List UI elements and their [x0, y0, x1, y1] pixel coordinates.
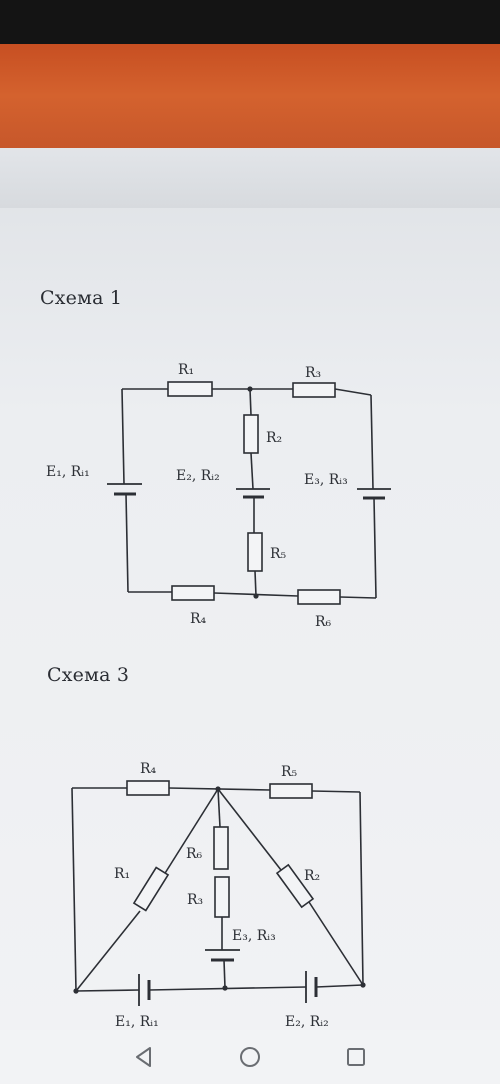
- s3-label-r4: R₄: [140, 761, 157, 777]
- s3-label-r1: R₁: [114, 866, 130, 882]
- s1-resistor-r4: [171, 585, 215, 601]
- s1-label-e3: E₃, Rᵢ₃: [304, 472, 348, 488]
- back-icon[interactable]: [131, 1044, 157, 1070]
- s1-label-r6: R₆: [315, 614, 332, 630]
- schema-1-title: Схема 1: [40, 287, 123, 309]
- recents-icon[interactable]: [343, 1044, 369, 1070]
- s3-resistor-r4: [126, 780, 170, 796]
- s1-resistor-r5: [247, 532, 263, 572]
- s3-label-r6: R₆: [186, 846, 203, 862]
- s1-label-r1: R₁: [178, 362, 194, 378]
- s1-label-e1: E₁, Rᵢ₁: [46, 464, 90, 480]
- s1-label-r3: R₃: [305, 365, 321, 381]
- s3-resistor-r2: [275, 863, 315, 909]
- home-icon[interactable]: [237, 1044, 263, 1070]
- s3-resistor-r3: [214, 876, 230, 918]
- s1-label-r5: R₅: [270, 546, 287, 562]
- s1-label-r2: R₂: [266, 430, 282, 446]
- s1-resistor-r3: [292, 382, 336, 398]
- s1-resistor-r6: [297, 589, 341, 605]
- dark-background: [0, 0, 500, 50]
- s1-label-r4: R₄: [190, 611, 207, 627]
- paper-fold: [0, 148, 500, 208]
- s3-label-r2: R₂: [304, 868, 320, 884]
- s3-label-r3: R₃: [187, 892, 203, 908]
- s3-resistor-r6: [213, 826, 229, 870]
- s3-label-e3: E₃, Rᵢ₃: [232, 928, 276, 944]
- s3-label-e2: E₂, Rᵢ₂: [285, 1014, 329, 1030]
- s1-resistor-r2: [243, 414, 259, 454]
- s3-label-e1: E₁, Rᵢ₁: [115, 1014, 159, 1030]
- s3-label-r5: R₅: [281, 764, 298, 780]
- navigation-bar: [0, 1030, 500, 1084]
- schema-3-title: Схема 3: [47, 664, 130, 686]
- s1-label-e2: E₂, Rᵢ₂: [176, 468, 220, 484]
- desk-surface: [0, 44, 500, 159]
- s3-resistor-r1: [132, 866, 170, 912]
- s3-resistor-r5: [269, 783, 313, 799]
- s1-resistor-r1: [167, 381, 213, 397]
